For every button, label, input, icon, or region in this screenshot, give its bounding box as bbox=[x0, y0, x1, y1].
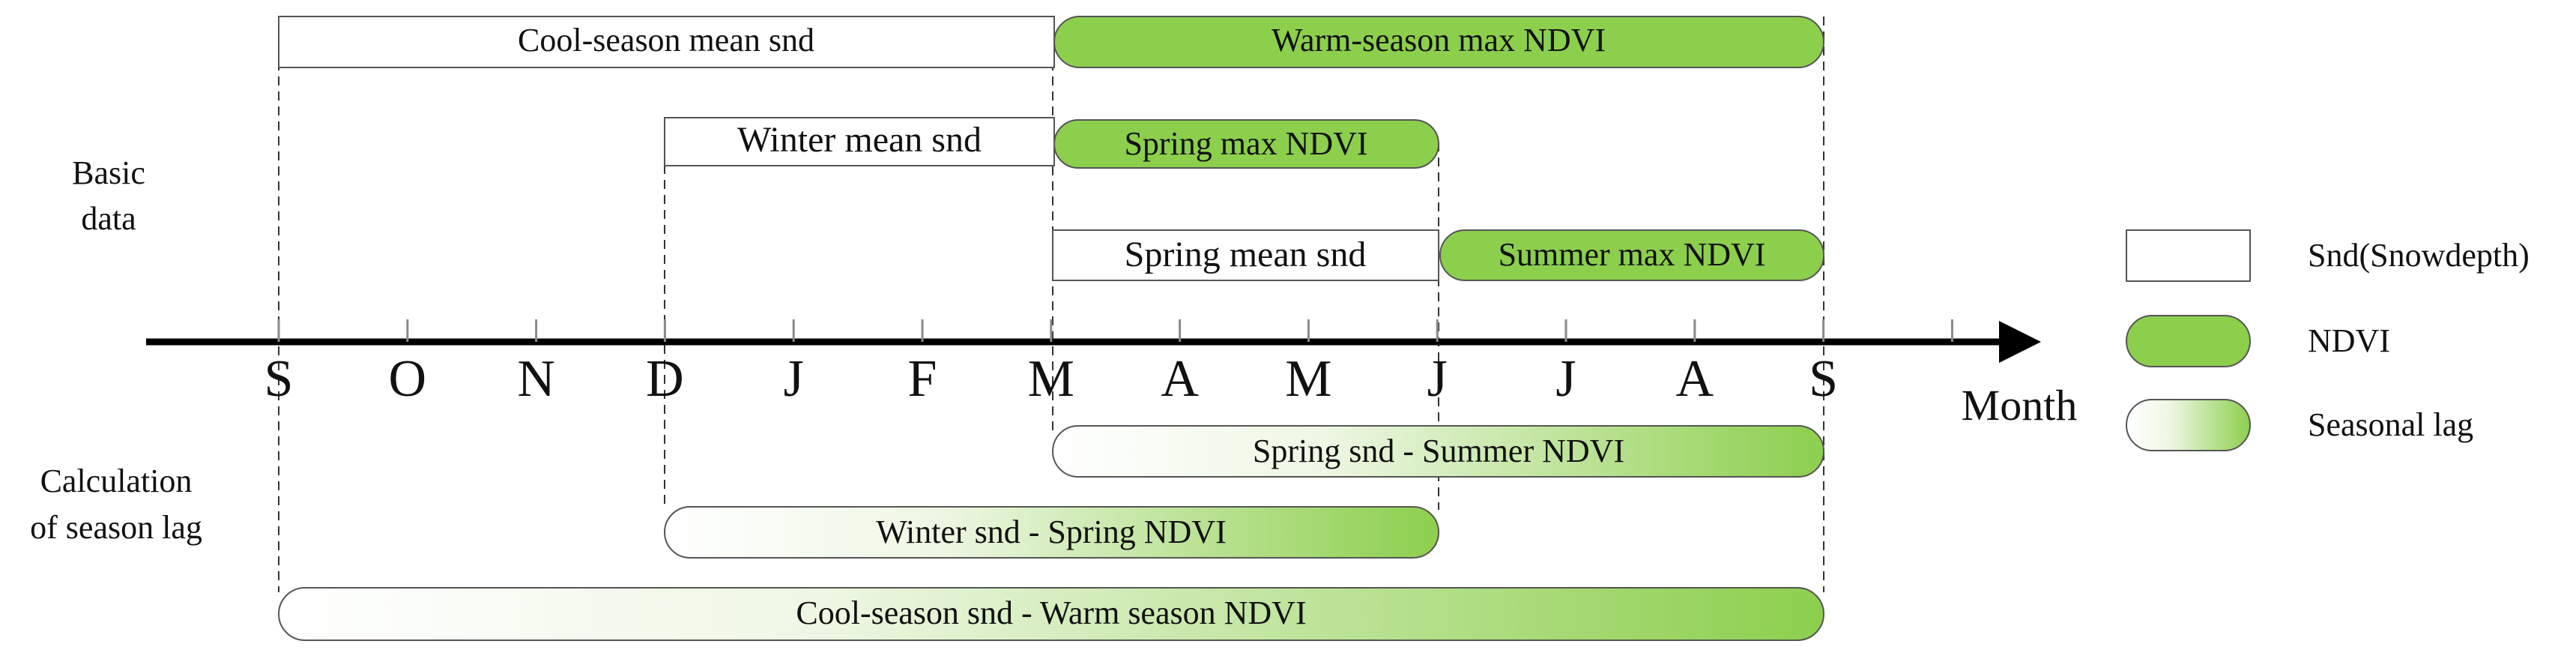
month-label: A bbox=[1161, 350, 1199, 408]
axis-title: Month bbox=[1962, 381, 2078, 430]
snd-label-spring: Spring mean snd bbox=[1125, 235, 1367, 274]
month-label: O bbox=[389, 350, 427, 408]
legend-ndvi-label: NDVI bbox=[2308, 322, 2390, 359]
legend-snd-label: Snd(Snowdepth) bbox=[2308, 237, 2530, 274]
month-label: D bbox=[646, 350, 684, 408]
dashed-guides bbox=[278, 16, 1824, 592]
month-label: S bbox=[264, 350, 294, 408]
month-label: J bbox=[1427, 350, 1448, 408]
month-label: J bbox=[784, 350, 804, 408]
side-label-calc-1: Calculation bbox=[40, 463, 193, 499]
snd-box-spring bbox=[1052, 229, 1439, 281]
ndvi-label-warm-season: Warm-season max NDVI bbox=[1272, 22, 1606, 58]
lag-bar-winter-spring bbox=[664, 506, 1439, 559]
ndvi-label-summer: Summer max NDVI bbox=[1499, 236, 1766, 273]
side-label-basic-2: data bbox=[81, 200, 136, 237]
snd-label-winter: Winter mean snd bbox=[737, 120, 982, 160]
month-label: J bbox=[1555, 350, 1576, 408]
month-label: N bbox=[517, 350, 555, 408]
legend-lag-swatch bbox=[2126, 399, 2251, 451]
axis-arrow-head bbox=[1999, 321, 2041, 363]
month-label: M bbox=[1028, 350, 1074, 408]
month-label: S bbox=[1809, 350, 1838, 408]
month-label: M bbox=[1285, 350, 1331, 408]
ndvi-pill-warm-season bbox=[1053, 16, 1824, 68]
legend-snd-swatch bbox=[2126, 229, 2251, 282]
lag-label-winter-spring: Winter snd - Spring NDVI bbox=[876, 514, 1227, 550]
month-label: F bbox=[908, 350, 937, 408]
axis-ticks bbox=[277, 319, 1953, 342]
legend-lag-label: Seasonal lag bbox=[2308, 406, 2473, 443]
legend: Snd(Snowdepth) NDVI Seasonal lag bbox=[2126, 229, 2530, 451]
side-label-calc-2: of season lag bbox=[30, 509, 202, 546]
snd-box-cool-season bbox=[278, 16, 1055, 68]
month-label: A bbox=[1676, 350, 1714, 408]
ndvi-label-spring: Spring max NDVI bbox=[1124, 125, 1367, 162]
ndvi-pill-summer bbox=[1439, 229, 1824, 281]
lag-bar-cool-warm bbox=[278, 587, 1824, 641]
snd-box-winter bbox=[664, 117, 1055, 166]
snd-label-cool-season: Cool-season mean snd bbox=[518, 22, 814, 58]
side-label-basic-1: Basic bbox=[72, 154, 145, 191]
legend-ndvi-swatch bbox=[2126, 315, 2251, 367]
lag-label-cool-warm: Cool-season snd - Warm season NDVI bbox=[796, 595, 1306, 631]
lag-label-spring-summer: Spring snd - Summer NDVI bbox=[1253, 433, 1624, 469]
lag-bar-spring-summer bbox=[1052, 425, 1824, 478]
ndvi-pill-spring bbox=[1053, 119, 1439, 169]
